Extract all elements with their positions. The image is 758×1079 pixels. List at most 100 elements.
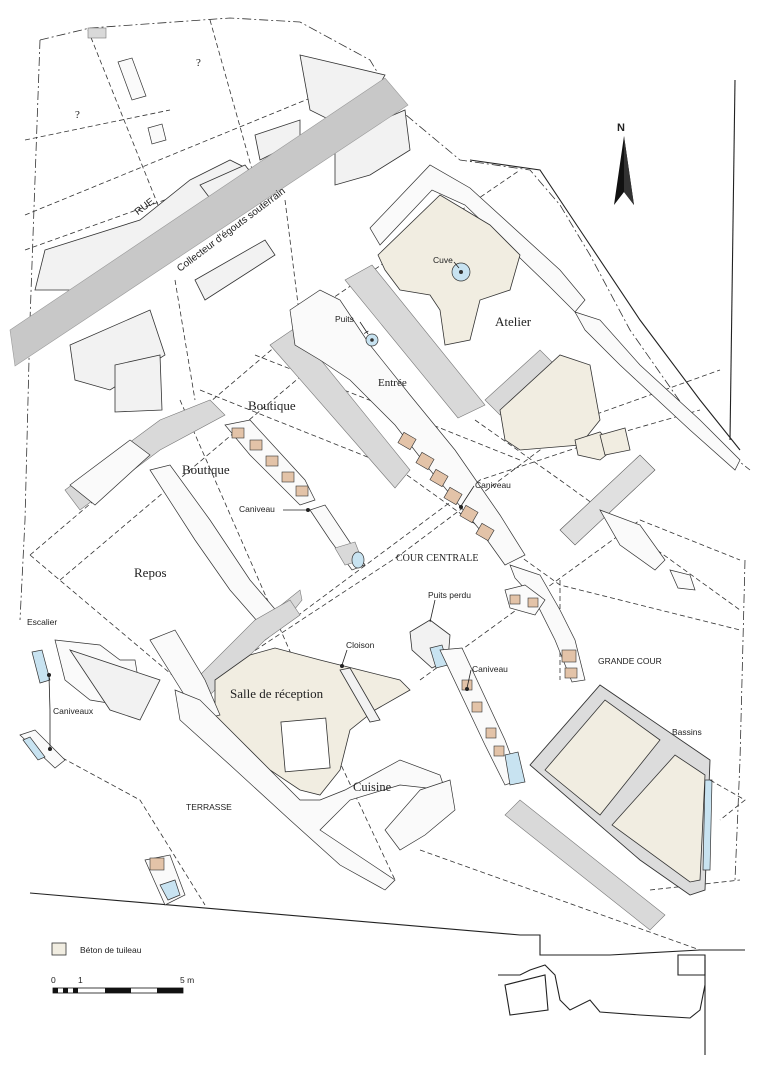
cour-curved-tile-2 xyxy=(564,667,578,679)
east-rubble-wall-2 xyxy=(669,569,696,591)
grid-line-d xyxy=(264,409,701,641)
label-terrasse: TERRASSE xyxy=(186,802,232,812)
cuve-basin-center xyxy=(459,270,463,274)
terrasse-caniveau-water xyxy=(159,879,181,901)
label-caniveaux: Caniveaux xyxy=(53,706,94,716)
scale-bar: 0 1 5 m xyxy=(51,975,194,994)
nw-dashed-line-4 xyxy=(24,89,331,216)
cuisine-east-wall xyxy=(384,779,456,851)
reception-white-inset xyxy=(280,717,331,773)
east-rubble-wall xyxy=(599,509,666,571)
grid-line-f xyxy=(179,399,396,881)
label-cloison: Cloison xyxy=(346,640,375,650)
grid-line-l xyxy=(174,279,196,401)
label-boutique-1: Boutique xyxy=(248,398,296,413)
label-cour-centrale: COUR CENTRALE xyxy=(396,553,479,564)
main-diagonal-tiles xyxy=(397,431,495,542)
marker-cloison xyxy=(340,664,344,668)
grid-line-m xyxy=(284,199,301,321)
site-boundary xyxy=(39,17,751,471)
leader-puits xyxy=(359,321,369,335)
atelier-beton-fragment-2 xyxy=(599,427,631,456)
modern-building-outline xyxy=(498,964,706,1019)
label-atelier: Atelier xyxy=(495,314,532,329)
modern-square xyxy=(677,954,706,976)
bassin-1 xyxy=(544,699,661,816)
label-puits: Puits xyxy=(335,314,354,324)
puits-center xyxy=(370,338,374,342)
grid-line-o xyxy=(649,879,741,891)
main-diagonal-wall xyxy=(289,289,526,566)
label-grande-cour: GRANDE COUR xyxy=(598,656,662,666)
atelier-beton-floor xyxy=(377,194,521,346)
marker-caniveaux-2 xyxy=(48,747,52,751)
caniveaux-west-water xyxy=(22,736,46,761)
label-bassins: Bassins xyxy=(672,727,702,737)
legend-swatch xyxy=(51,942,67,956)
cour-tile-cluster xyxy=(504,584,546,616)
nw-block-5 xyxy=(194,239,276,301)
marker-caniveau-1 xyxy=(459,505,463,509)
leader-cloison xyxy=(341,649,348,666)
grid-line-k xyxy=(19,734,206,906)
label-repos: Repos xyxy=(134,565,167,580)
caniveau-east-tiles xyxy=(461,679,505,757)
boutique-grey-strip xyxy=(269,327,411,489)
nw-grey-patch xyxy=(87,27,107,39)
marker-caniveau-3 xyxy=(465,687,469,691)
question-mark-2: ? xyxy=(75,109,80,121)
boutique-tiles xyxy=(231,427,309,497)
bassin-water-edge xyxy=(702,779,713,871)
label-caniveau-3: Caniveau xyxy=(472,664,508,674)
cloison-wall xyxy=(339,667,381,723)
label-cuisine: Cuisine xyxy=(353,780,392,794)
caniveau-west-basin xyxy=(351,551,365,569)
marker-caniveau-2 xyxy=(306,508,310,512)
nw-rubble-wall-2 xyxy=(147,123,167,145)
modern-boundary-east xyxy=(729,79,736,441)
grid-line-p xyxy=(419,849,701,951)
atelier-wall-east xyxy=(574,311,741,471)
grid-line-j xyxy=(29,554,191,691)
scale-tick-5: 5 m xyxy=(180,975,194,985)
nw-rubble-wall-1 xyxy=(117,57,147,101)
caniveau-east-water xyxy=(504,751,526,786)
atelier-east-beton xyxy=(499,354,601,451)
leader-caniveau-1 xyxy=(460,485,475,507)
cour-curved-wall xyxy=(509,564,586,683)
site-boundary-west xyxy=(19,39,41,621)
label-puits-perdu: Puits perdu xyxy=(428,590,471,600)
escalier-stair xyxy=(69,649,161,721)
north-arrow-label: N xyxy=(617,122,625,134)
reception-west-wall xyxy=(149,629,221,721)
question-mark-1: ? xyxy=(196,57,201,69)
label-boutique-2: Boutique xyxy=(182,462,230,477)
cour-tile-b xyxy=(527,597,539,608)
bassin-2 xyxy=(611,754,706,883)
nw-dashed-line-1 xyxy=(87,29,181,261)
south-grey-strip xyxy=(504,799,666,931)
leader-caniveau-3 xyxy=(466,669,472,689)
reception-south-wall xyxy=(174,689,446,891)
north-arrow-icon: N xyxy=(614,122,634,205)
cour-curved-tile-1 xyxy=(561,649,577,663)
label-salle-reception: Salle de réception xyxy=(230,686,324,701)
nw-block-7 xyxy=(114,354,163,413)
leader-puits-perdu xyxy=(429,599,436,623)
escalier-water xyxy=(31,649,51,684)
label-caniveau-2: Caniveau xyxy=(239,504,275,514)
label-cuve: Cuve xyxy=(433,255,453,265)
nw-dashed-line-3 xyxy=(24,109,171,141)
grid-line-e xyxy=(419,519,741,681)
cour-tile-a xyxy=(509,594,521,605)
dotted-grey-band xyxy=(559,454,656,546)
grid-line-i xyxy=(474,419,741,611)
scale-tick-1: 1 xyxy=(78,975,83,985)
boutique-rubble-north xyxy=(69,439,151,506)
terrasse-caniveau-tile xyxy=(149,857,165,871)
caniveaux-west xyxy=(19,729,66,769)
marker-caniveaux-1 xyxy=(47,673,51,677)
label-caniveau-1: Caniveau xyxy=(475,480,511,490)
nw-dashed-line-2 xyxy=(209,19,256,181)
